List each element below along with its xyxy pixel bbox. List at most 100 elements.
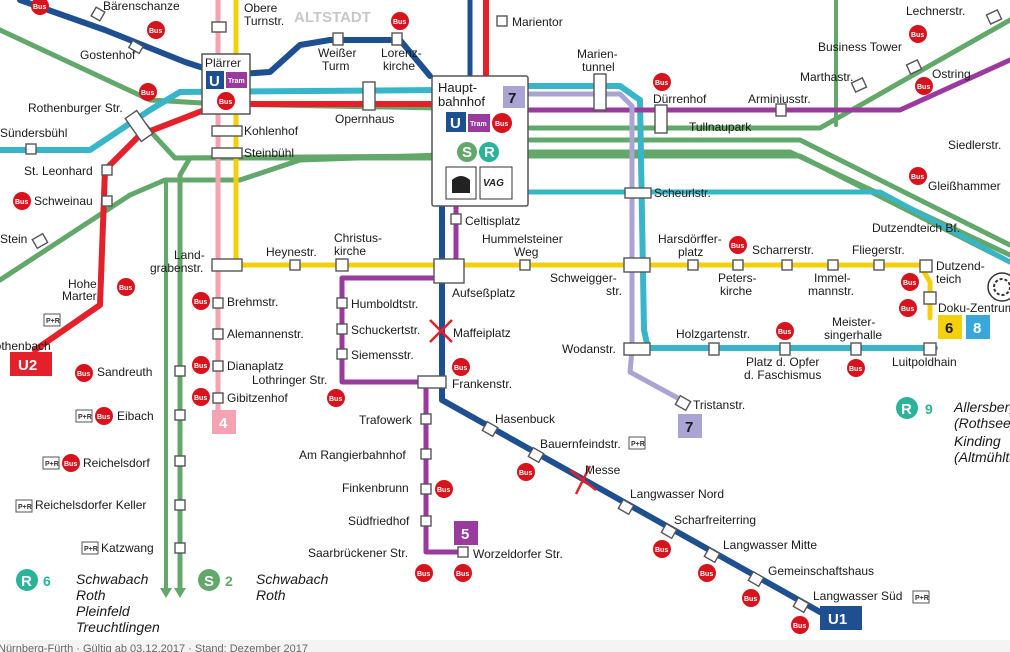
- station-label[interactable]: singerhalle: [824, 328, 882, 342]
- station-label[interactable]: teich: [936, 272, 961, 286]
- station-marker[interactable]: [781, 259, 793, 271]
- station-label[interactable]: d. Faschismus: [744, 368, 821, 382]
- station-label[interactable]: Luitpoldhain: [892, 355, 957, 369]
- station-marker[interactable]: [519, 259, 531, 271]
- station-label[interactable]: mannstr.: [808, 284, 854, 298]
- station-label[interactable]: Alemannenstr.: [227, 327, 304, 341]
- station-label[interactable]: Peters-: [718, 271, 757, 285]
- station-marker[interactable]: [127, 39, 145, 55]
- station-marker[interactable]: [336, 348, 348, 360]
- station-label[interactable]: Tullnaupark: [689, 120, 752, 134]
- station-marker[interactable]: [827, 259, 839, 271]
- station-label[interactable]: Wodanstr.: [562, 342, 616, 356]
- station-label[interactable]: Ostring: [932, 67, 971, 81]
- station-label[interactable]: Trafowerk: [359, 413, 413, 427]
- station-label[interactable]: Holzgartenstr.: [676, 327, 750, 341]
- station-label[interactable]: Kohlenhof: [244, 124, 299, 138]
- station-marker[interactable]: [496, 15, 508, 27]
- station-marker[interactable]: [211, 21, 227, 33]
- station-marker[interactable]: [212, 328, 224, 340]
- station-label[interactable]: Immel-: [814, 271, 851, 285]
- station-marker[interactable]: [174, 542, 186, 554]
- station-marker[interactable]: [211, 147, 243, 159]
- station-label[interactable]: Celtisplatz: [465, 214, 520, 228]
- station-label[interactable]: Frankenstr.: [452, 377, 512, 391]
- station-label[interactable]: Siedlerstr.: [948, 138, 1001, 152]
- station-label[interactable]: Dianaplatz: [227, 359, 284, 373]
- station-marker[interactable]: [623, 342, 651, 356]
- station-label[interactable]: kirche: [720, 284, 752, 298]
- station-label[interactable]: St. Leonhard: [24, 164, 93, 178]
- station-marker[interactable]: [457, 546, 469, 558]
- station-marker[interactable]: [660, 522, 678, 540]
- station-label[interactable]: Gemeinschaftshaus: [768, 564, 874, 578]
- station-marker[interactable]: [792, 596, 810, 614]
- station-label[interactable]: Christus-: [334, 231, 382, 245]
- station-label[interactable]: Dutzend-: [936, 259, 985, 273]
- station-marker[interactable]: [850, 342, 862, 356]
- station-label[interactable]: Doku-Zentrum: [938, 301, 1010, 315]
- station-label[interactable]: Gostenhof: [80, 48, 136, 62]
- station-marker[interactable]: [174, 499, 186, 511]
- station-marker[interactable]: [332, 32, 344, 46]
- station-label[interactable]: Hohe: [68, 277, 97, 291]
- station-marker[interactable]: [31, 232, 49, 250]
- station-label[interactable]: Marter: [62, 289, 97, 303]
- station-label[interactable]: Hummelsteiner: [482, 232, 563, 246]
- station-label[interactable]: Langwasser Süd: [813, 589, 902, 603]
- station-label[interactable]: Katzwang: [101, 541, 154, 555]
- station-label[interactable]: Sündersbühl: [0, 126, 67, 140]
- station-label[interactable]: Schuckertstr.: [351, 323, 420, 337]
- station-label[interactable]: Stein: [0, 232, 27, 246]
- station-marker[interactable]: [124, 109, 154, 143]
- station-label[interactable]: Arminiusstr.: [748, 92, 811, 106]
- station-marker[interactable]: [433, 258, 465, 284]
- station-label[interactable]: Maffeiplatz: [453, 326, 511, 340]
- station-marker[interactable]: [481, 420, 499, 438]
- station-marker[interactable]: [101, 164, 113, 176]
- station-label[interactable]: Obere: [244, 1, 278, 15]
- station-marker[interactable]: [420, 483, 432, 495]
- station-label[interactable]: Reichelsdorf: [83, 456, 150, 470]
- station-marker[interactable]: [174, 409, 186, 421]
- station-label[interactable]: Eibach: [117, 409, 154, 423]
- station-label[interactable]: platz: [678, 245, 703, 259]
- station-marker[interactable]: [747, 570, 765, 588]
- station-label[interactable]: Humboldtstr.: [351, 297, 418, 311]
- station-marker[interactable]: [417, 375, 447, 389]
- station-label[interactable]: Scharrerstr.: [752, 243, 814, 257]
- station-label[interactable]: Heynestr.: [266, 245, 317, 259]
- station-label[interactable]: Land-: [174, 248, 205, 262]
- station-marker[interactable]: [674, 394, 692, 412]
- station-label[interactable]: Dutzendteich Bf.: [872, 221, 960, 235]
- station-label[interactable]: Lorenz-: [381, 46, 422, 60]
- station-label[interactable]: Bärenschanze: [103, 0, 180, 13]
- station-label[interactable]: Brehmstr.: [227, 295, 278, 309]
- station-marker[interactable]: [25, 143, 37, 155]
- station-marker[interactable]: [708, 342, 720, 356]
- station-label[interactable]: Harsdörffer-: [658, 232, 722, 246]
- station-label[interactable]: Langwasser Mitte: [723, 538, 817, 552]
- station-label[interactable]: Schweigger-: [550, 271, 617, 285]
- station-marker[interactable]: [362, 81, 376, 111]
- station-label[interactable]: Rothenburger Str.: [28, 101, 123, 115]
- station-label[interactable]: Reichelsdorfer Keller: [35, 498, 146, 512]
- station-label[interactable]: Platz d. Opfer: [746, 355, 819, 369]
- station-label[interactable]: Turm: [322, 59, 350, 73]
- station-marker[interactable]: [336, 323, 348, 335]
- station-marker[interactable]: [623, 257, 651, 273]
- station-marker[interactable]: [420, 515, 432, 527]
- station-marker[interactable]: [775, 103, 787, 117]
- station-label[interactable]: Langwasser Nord: [630, 487, 724, 501]
- station-label[interactable]: Messe: [585, 463, 621, 477]
- station-label[interactable]: Gibitzenhof: [227, 391, 288, 405]
- hub-plaerrer[interactable]: Plärrer U Tram Bus: [201, 53, 251, 115]
- station-marker[interactable]: [335, 258, 349, 272]
- station-label[interactable]: Siemensstr.: [351, 348, 414, 362]
- station-marker[interactable]: [289, 259, 301, 271]
- station-label[interactable]: kirche: [334, 244, 366, 258]
- station-label[interactable]: Weißer: [318, 46, 356, 60]
- station-label[interactable]: Dürrenhof: [653, 92, 707, 106]
- station-label[interactable]: Marthastr.: [800, 70, 853, 84]
- station-marker[interactable]: [703, 546, 721, 564]
